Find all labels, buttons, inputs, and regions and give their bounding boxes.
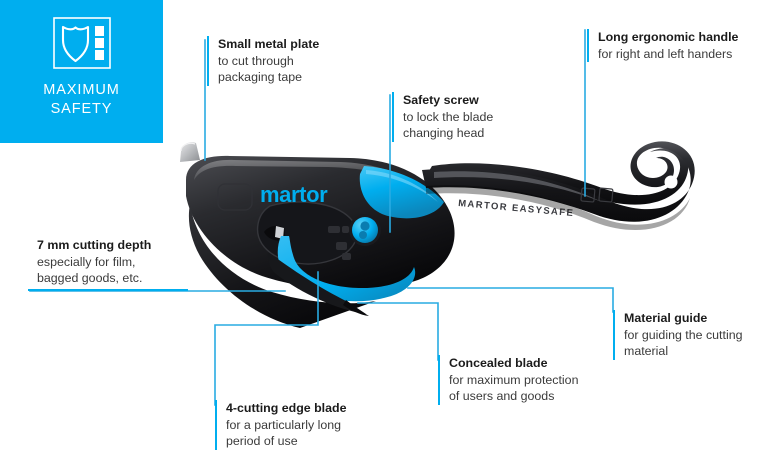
callout-line: for a particularly long [226,417,342,432]
callout-line: to lock the blade [403,109,494,124]
callout-safety-screw: Safety screw to lock the blade changing … [392,92,493,142]
callout-line: packaging tape [218,70,303,84]
callout-title: Long ergonomic handle [598,30,739,44]
small-metal-plate-part [180,142,200,162]
callout-title: Concealed blade [449,356,548,370]
grip-notches [328,226,351,260]
handle-underside-shadow [426,185,690,231]
hanging-hole [664,175,678,189]
callout-title: Safety screw [403,93,479,107]
callout-concealed-blade: Concealed blade for maximum protection o… [438,355,578,405]
callout-title: 4-cutting edge blade [226,401,347,415]
badge-line-1: MAXIMUM [43,82,120,98]
callout-line: to cut through [218,53,294,68]
callout-four-cutting-edge-blade: 4-cutting edge blade for a particularly … [215,400,346,450]
handle-body [422,141,695,222]
callout-long-ergonomic-handle: Long ergonomic handle for right and left… [587,29,738,62]
badge-line-2: SAFETY [50,101,113,117]
long-ergonomic-handle-part [426,148,689,205]
martor-logo: martor [260,182,328,207]
cyan-thumb-rest [359,166,444,219]
maximum-safety-badge: MAXIMUM SAFETY [0,0,163,143]
callout-line: especially for film, [37,254,136,269]
callout-title: Material guide [624,311,708,325]
concealed-blade-edge [275,226,284,239]
callout-small-metal-plate: Small metal plate to cut through packagi… [207,36,319,86]
badge-text: MAXIMUM SAFETY [43,81,119,119]
callout-line: for right and left handers [598,46,733,61]
callout-title: 7 mm cutting depth [37,238,152,252]
safety-screw-part [349,214,381,246]
callout-line: changing head [403,126,485,140]
cyan-thumb-rest-gloss [366,170,438,202]
handle-embossed-icons [580,187,614,203]
callout-line: for guiding the cutting [624,327,743,342]
callout-title: Small metal plate [218,37,320,51]
callout-line: period of use [226,434,298,448]
callout-material-guide: Material guide for guiding the cutting m… [613,310,742,360]
callout-line: material [624,344,669,358]
head-detail-pad [217,183,253,211]
handle-gloss [434,171,602,202]
callout-cutting-depth: 7 mm cutting depth especially for film, … [28,237,188,291]
callout-line: of users and goods [449,389,555,403]
callout-line: bagged goods, etc. [37,271,143,285]
shield-safety-icon [52,17,111,69]
callout-line: for maximum protection [449,372,579,387]
